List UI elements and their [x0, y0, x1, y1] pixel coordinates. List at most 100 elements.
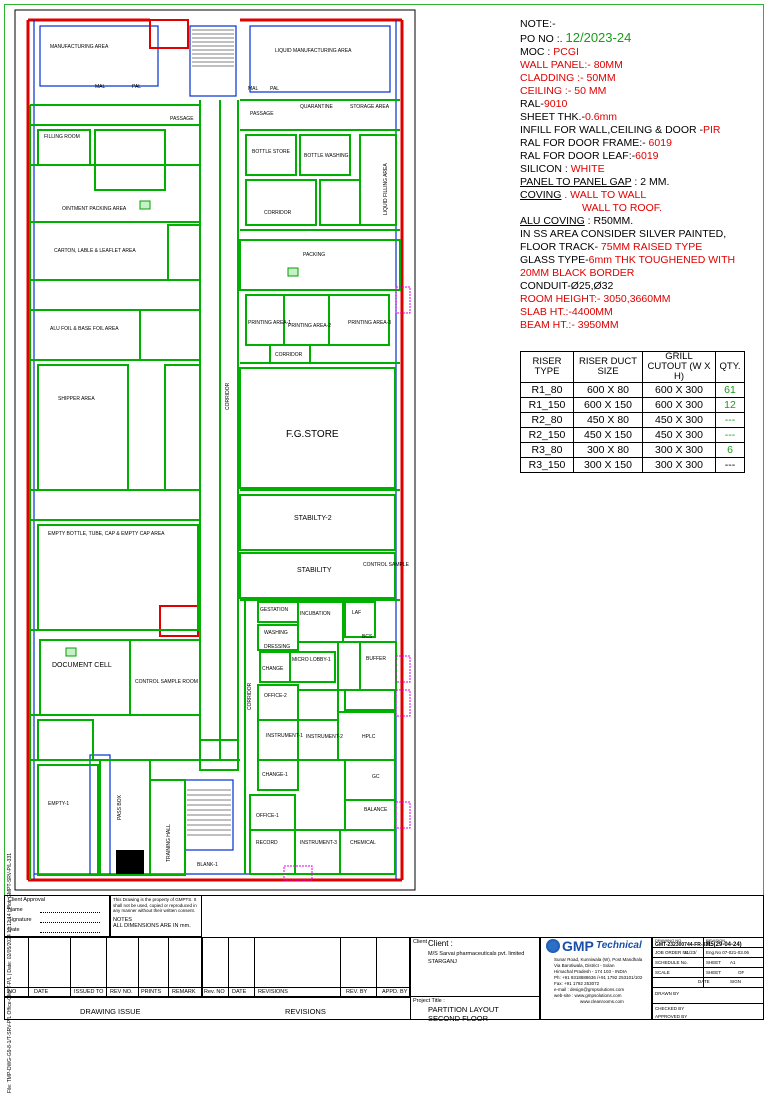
sheet-of-label: SHEET [706, 970, 722, 975]
rev-col-date: DATE [232, 989, 247, 995]
note-floor-track: FLOOR TRACK- 75MM RAISED TYPE [520, 241, 703, 253]
note-ral-frame: RAL FOR DOOR FRAME:- 6019 [520, 137, 672, 149]
issue-col-no: NO [8, 989, 17, 995]
gmp-logo-icon [546, 939, 560, 953]
room-incubation: INCUBATION [300, 611, 331, 617]
room-control-sample-room: CONTROL SAMPLE ROOM [135, 679, 198, 685]
riser-type: R3_150 [520, 457, 574, 473]
room-stability: STABILITY [297, 567, 332, 574]
riser-duct: 450 X 150 [573, 427, 643, 443]
riser-header-qty: QTY. [715, 351, 745, 383]
revision-label: REVISION [706, 938, 726, 943]
client-approval-label: Client Approval [8, 897, 45, 903]
title-block: Client Approval Name Signature Date This… [0, 895, 768, 1024]
room-empty-1: EMPTY-1 [48, 801, 69, 807]
room-micro-lobby: MICRO LOBBY-1 [292, 657, 331, 663]
riser-qty: 61 [715, 382, 745, 398]
checked-by: CHECKED BY [655, 1006, 685, 1011]
room-pal-right: PAL [270, 86, 279, 92]
riser-header-type: RISER TYPE [520, 351, 574, 383]
drawing-issue-label: DRAWING ISSUE [80, 1007, 141, 1016]
sign-col-label: SIGN [730, 979, 742, 984]
issue-col-issued: ISSUED TO [74, 989, 104, 995]
riser-duct: 300 X 150 [573, 457, 643, 473]
company-logo-tag: Technical [596, 940, 642, 951]
rev-col-revisions: REVISIONS [258, 989, 288, 995]
room-bcs: BCS [362, 634, 373, 640]
notes-panel: NOTE:- PO NO :. 12/2023-24 MOC : PCGI WA… [520, 18, 764, 332]
riser-table: RISER TYPE RISER DUCT SIZE GRILL CUTOUT … [520, 351, 745, 473]
room-instrument-2: INSTRUMENT-2 [306, 734, 343, 740]
room-laf: LAF [352, 610, 361, 616]
note-moc: MOC : PCGI [520, 46, 579, 58]
room-washing: WASHING [264, 630, 288, 636]
riser-grill: 300 X 300 [642, 442, 716, 458]
property-note: This Drawing is the property of GMPTS. I… [113, 897, 197, 913]
scale-label: SCALE [655, 970, 670, 975]
note-beam-ht: BEAM HT.:- 3950MM [520, 319, 619, 331]
room-balance: BALANCE [364, 807, 388, 813]
room-shipper-area: SHIPPER AREA [58, 396, 95, 402]
room-chemical: CHEMICAL [350, 840, 376, 846]
riser-duct: 600 X 80 [573, 382, 643, 398]
company-logo-text: GMP [562, 938, 594, 954]
room-carton-area: CARTON, LABLE & LEAFLET AREA [54, 248, 136, 254]
of-label: OF [738, 970, 745, 975]
room-change: CHANGE [262, 666, 284, 672]
job-order-label: JOB ORDER No. [655, 950, 690, 955]
room-quarantine: QUARANTINE [300, 104, 333, 110]
riser-grill: 300 X 300 [642, 457, 716, 473]
room-ointment-packing-area: OINTMENT PACKING AREA [62, 206, 127, 212]
note-alu-coving: ALU COVING : R50MM. [520, 215, 634, 227]
notes-title: NOTE:- [520, 18, 556, 30]
revisions-label: REVISIONS [285, 1007, 326, 1016]
room-passage-left: PASSAGE [170, 116, 194, 122]
note-cladding: CLADDING :- 50MM [520, 72, 616, 84]
riser-type: R1_80 [520, 382, 574, 398]
note-ral-leaf: RAL FOR DOOR LEAF:-6019 [520, 150, 659, 162]
room-filling-room: FILLING ROOM [44, 134, 80, 140]
room-alu-foil-area: ALU FOIL & BASE FOIL AREA [50, 326, 119, 332]
riser-header-duct: RISER DUCT SIZE [573, 351, 643, 383]
riser-grill: 450 X 300 [642, 412, 716, 428]
drawing-no-label: DRAWING NO. [655, 938, 683, 943]
room-liquid-filling-area: LIQUID FILLING AREA [383, 163, 389, 215]
room-instrument-1: INSTRUMENT-1 [266, 733, 303, 739]
room-record: RECORD [256, 840, 278, 846]
room-fg-store: F.G.STORE [286, 429, 339, 440]
lift-shaft [116, 850, 144, 874]
client-label-small: Client : [413, 939, 431, 945]
room-hplc: HPLC [362, 734, 376, 740]
room-office-2: OFFICE-2 [264, 693, 287, 699]
riser-qty: --- [715, 427, 745, 443]
room-pass-box: PASS BOX [117, 794, 123, 820]
riser-duct: 450 X 80 [573, 412, 643, 428]
note-coving-2: WALL TO ROOF. [582, 202, 662, 214]
room-printing-area-1: PRINTING AREA-1 [248, 320, 291, 326]
email: e-mail : design@gmpsolutions.com [554, 987, 625, 992]
note-room-height: ROOM HEIGHT:- 3050,3660MM [520, 293, 671, 305]
room-stability-2: STABILTY-2 [294, 515, 332, 522]
room-office-1: OFFICE-1 [256, 813, 279, 819]
riser-qty: 12 [715, 397, 745, 413]
note-ral: RAL-9010 [520, 98, 568, 110]
room-packing: PACKING [303, 252, 325, 258]
signature-label: Signature [8, 917, 32, 923]
issue-col-remark: REMARK [172, 989, 196, 995]
riser-type: R2_150 [520, 427, 574, 443]
room-control-sample: CONTROL SAMPLE [363, 562, 410, 568]
riser-qty: --- [715, 412, 745, 428]
outer-walls [26, 18, 404, 882]
notes-label: NOTES [113, 917, 132, 923]
riser-qty: 6 [715, 442, 745, 458]
website: web-site : www.gmpsolutions.com [554, 993, 622, 998]
note-slab-ht: SLAB HT.:-4400MM [520, 306, 613, 318]
note-glass-2: 20MM BLACK BORDER [520, 267, 635, 279]
address-1: Sunar Road, Kunniwala (W), Post Mandhala [554, 957, 643, 962]
note-po: PO NO :. 12/2023-24 [520, 30, 632, 45]
room-empty-bottle-area: EMPTY BOTTLE, TUBE, CAP & EMPTY CAP AREA [48, 531, 165, 537]
